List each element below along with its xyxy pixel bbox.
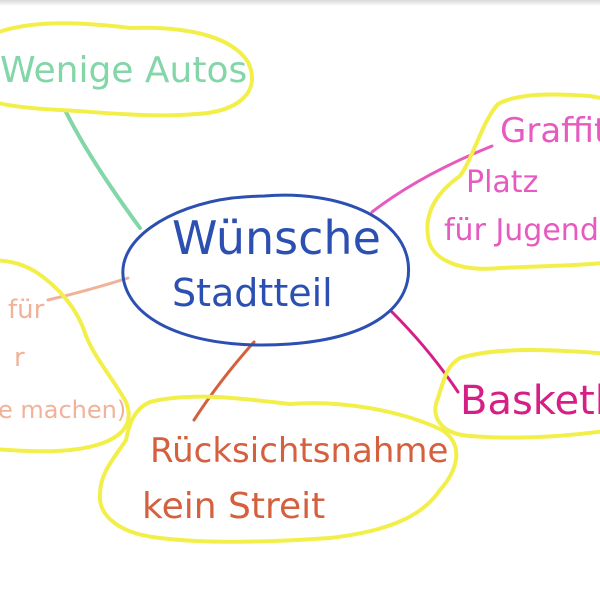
- cloud-ruecksicht: [97, 394, 459, 544]
- cloud-basketball: [433, 348, 600, 440]
- center-line-2: Stadtteil: [172, 271, 333, 315]
- center-ellipse: [121, 193, 411, 347]
- cloud-links: [0, 258, 131, 454]
- branch-autos-text: Wenige Autos: [0, 50, 247, 91]
- connector-links: [46, 276, 130, 302]
- branch-graffiti-line-2: Platz: [466, 165, 538, 200]
- connector-basketball: [390, 310, 460, 394]
- paper-edge: [0, 0, 600, 6]
- branch-ruecksicht-line-1: Rücksichtsnahme: [150, 431, 448, 471]
- center-line-1: Wünsche: [172, 211, 381, 265]
- connector-ruecksicht: [192, 340, 256, 422]
- connector-graffiti: [370, 144, 494, 214]
- branch-links-line-2: r: [14, 343, 25, 373]
- branch-basketball-text: Basketball: [460, 378, 600, 424]
- branch-links-line-3: e machen): [0, 396, 126, 424]
- cloud-graffiti: [425, 92, 600, 271]
- connector-autos: [64, 110, 142, 230]
- branch-links-line-1: für: [8, 295, 45, 325]
- branch-graffiti-line-3: für Jugend: [444, 213, 599, 248]
- branch-graffiti-line-1: Graffiti: [500, 111, 600, 151]
- branch-ruecksicht-line-2: kein Streit: [142, 486, 325, 527]
- cloud-autos: [0, 21, 254, 118]
